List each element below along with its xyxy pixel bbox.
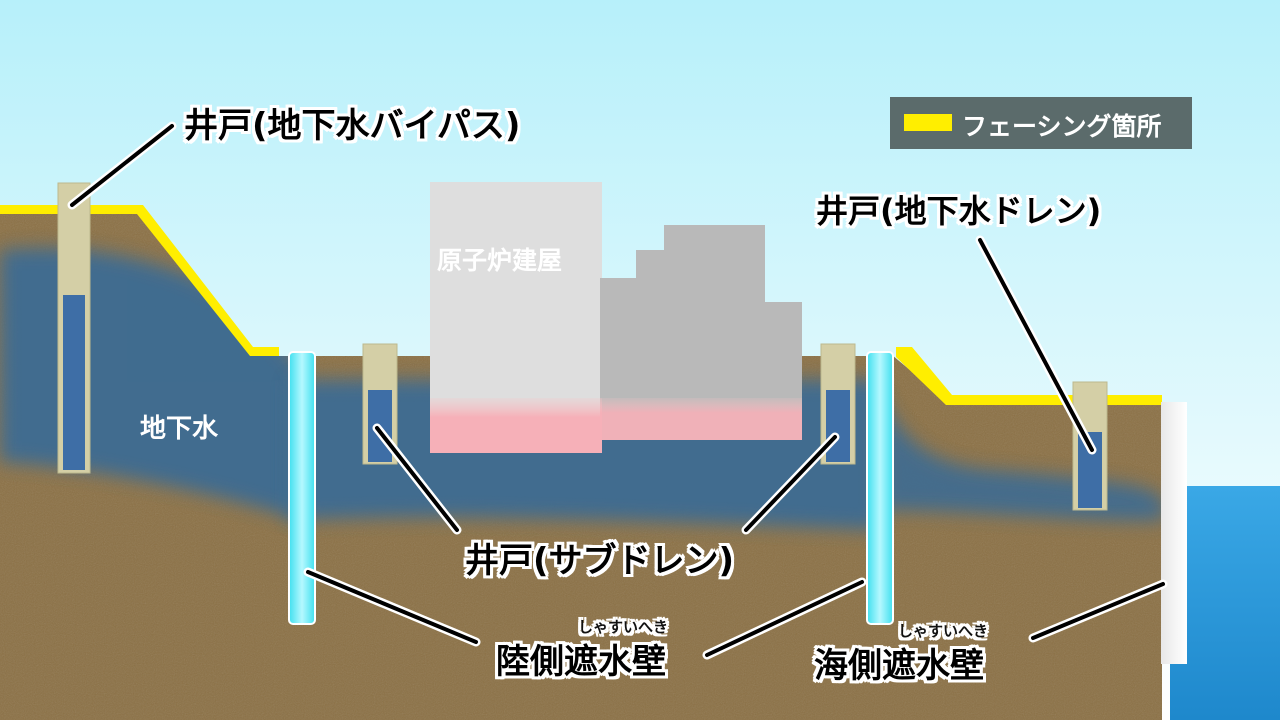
ruby-land-wall: しゃすいへき xyxy=(578,618,669,636)
label-well-subdrain: 井戸(サブドレン) xyxy=(465,541,735,581)
reactor-building xyxy=(430,182,802,453)
facing-swatch xyxy=(904,114,952,131)
legend-box: フェーシング箇所 xyxy=(890,97,1192,149)
label-well-drain: 井戸(地下水ドレン) xyxy=(816,192,1102,230)
well-bypass xyxy=(57,182,91,474)
label-well-bypass: 井戸(地下水バイパス) xyxy=(184,106,521,146)
label-land-side-wall: 陸側遮水壁 xyxy=(496,642,666,682)
sea-side-wall xyxy=(1161,402,1187,664)
ruby-sea-wall: しゃすいへき xyxy=(898,622,989,640)
facing-right xyxy=(896,347,1162,405)
label-reactor-building: 原子炉建屋 xyxy=(437,246,563,275)
land-side-wall-left xyxy=(288,351,316,625)
label-sea-side-wall: 海側遮水壁 xyxy=(814,646,984,686)
land-side-wall-right xyxy=(866,351,894,625)
sea xyxy=(1170,486,1280,720)
label-groundwater: 地下水 xyxy=(140,414,219,444)
leader-lines xyxy=(67,121,1168,660)
legend-facing-label: フェーシング箇所 xyxy=(962,112,1162,141)
